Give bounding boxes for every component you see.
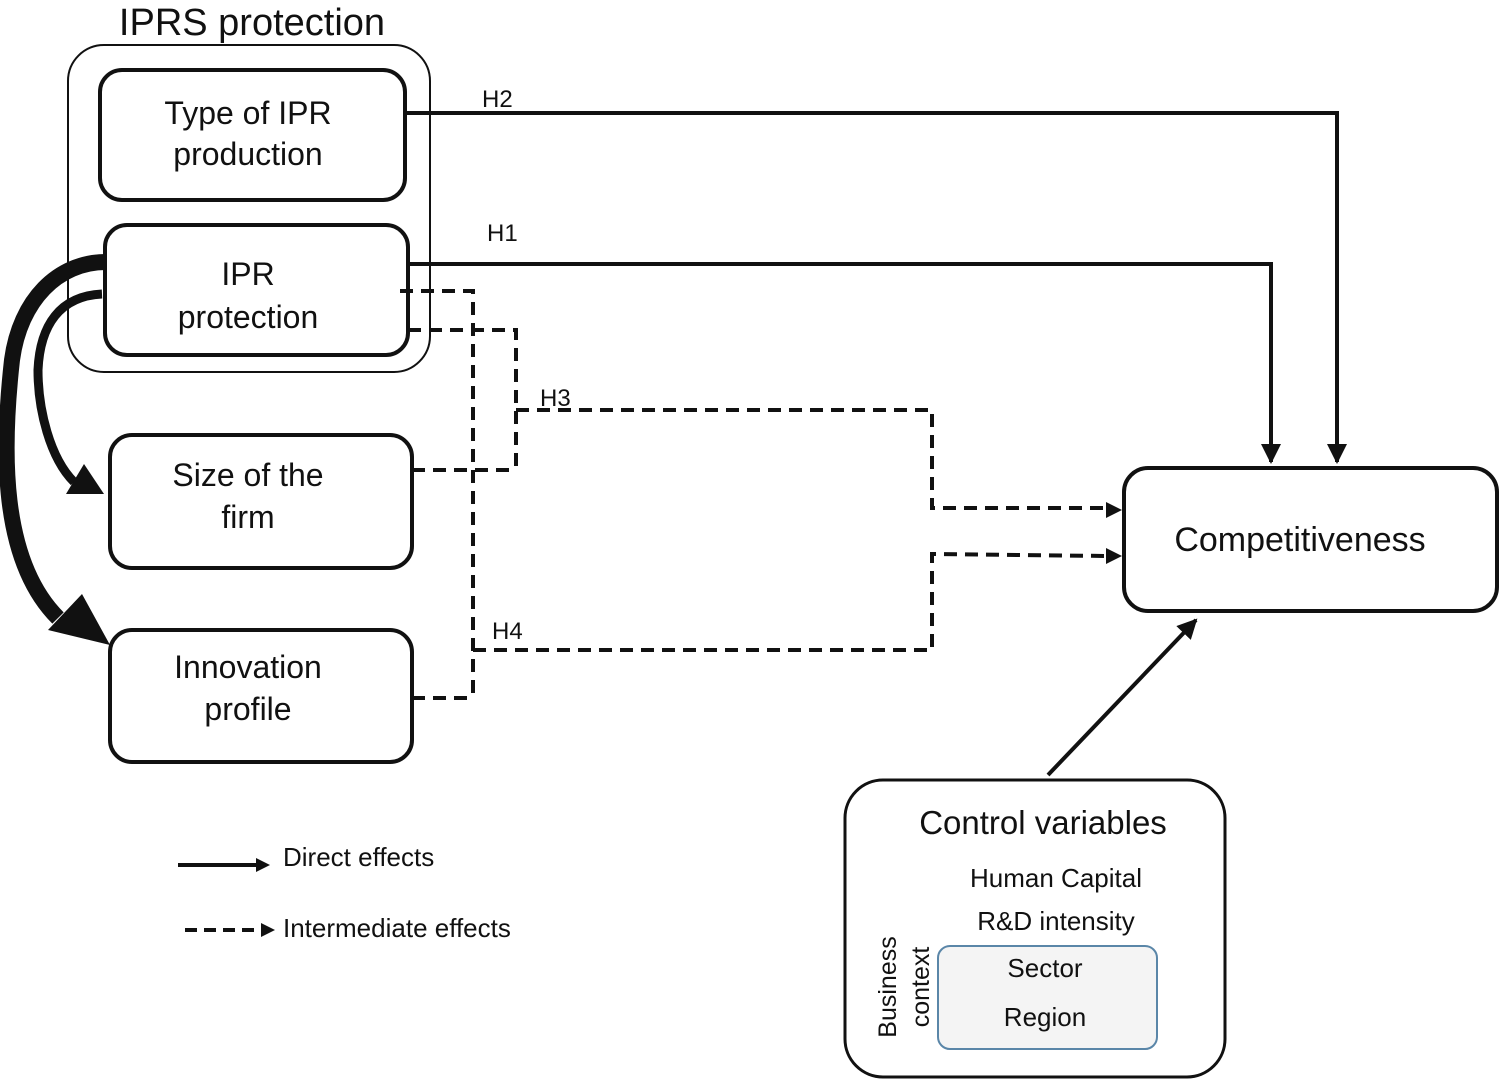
region-label: Region bbox=[1004, 1002, 1086, 1032]
legend-intermediate-label: Intermediate effects bbox=[283, 913, 511, 943]
business-context-label-line2: context bbox=[907, 947, 935, 1028]
size-of-firm-box bbox=[108, 433, 414, 570]
legend: Direct effects Intermediate effects bbox=[178, 842, 511, 943]
type-of-ipr-box bbox=[98, 68, 407, 202]
h2-label: H2 bbox=[482, 86, 513, 113]
iprs-protection-group bbox=[67, 44, 431, 373]
legend-intermediate-arrowhead bbox=[261, 923, 275, 937]
h3-label: H3 bbox=[540, 385, 571, 412]
h2-direct-path bbox=[405, 111, 1347, 464]
h4-label: H4 bbox=[492, 618, 523, 645]
ipr-to-moderators-curved-arrows bbox=[0, 254, 110, 645]
business-context-label-line1: Business bbox=[874, 936, 902, 1037]
intermediate-dashed-paths bbox=[400, 289, 1109, 700]
size-of-firm-label-line1: Size of the bbox=[172, 457, 323, 493]
innovation-profile-label-line1: Innovation bbox=[174, 649, 322, 685]
competitiveness-box bbox=[1122, 466, 1499, 613]
innovation-profile-label-line2: profile bbox=[204, 691, 291, 727]
control-variables-title: Control variables bbox=[919, 804, 1167, 841]
type-of-ipr-label-line1: Type of IPR bbox=[164, 95, 331, 131]
type-of-ipr-label-line2: production bbox=[173, 136, 322, 172]
rd-intensity-label: R&D intensity bbox=[977, 906, 1135, 936]
size-of-firm-label-line2: firm bbox=[221, 499, 274, 535]
legend-direct-arrowhead bbox=[256, 858, 270, 872]
ipr-protection-label-line1: IPR bbox=[221, 256, 274, 292]
human-capital-label: Human Capital bbox=[970, 863, 1142, 893]
h4-arrowhead bbox=[1106, 548, 1122, 564]
control-to-competitiveness-arrow bbox=[1046, 618, 1198, 777]
h3-arrowhead bbox=[1106, 502, 1122, 518]
h1-direct-path bbox=[408, 262, 1281, 464]
legend-direct-label: Direct effects bbox=[283, 842, 434, 872]
iprs-protection-title: IPRS protection bbox=[119, 2, 385, 44]
competitiveness-label: Competitiveness bbox=[1174, 521, 1425, 559]
business-context-box bbox=[937, 945, 1158, 1050]
h1-label: H1 bbox=[487, 220, 518, 247]
ipr-protection-label-line2: protection bbox=[178, 299, 319, 335]
sector-label: Sector bbox=[1007, 953, 1082, 983]
